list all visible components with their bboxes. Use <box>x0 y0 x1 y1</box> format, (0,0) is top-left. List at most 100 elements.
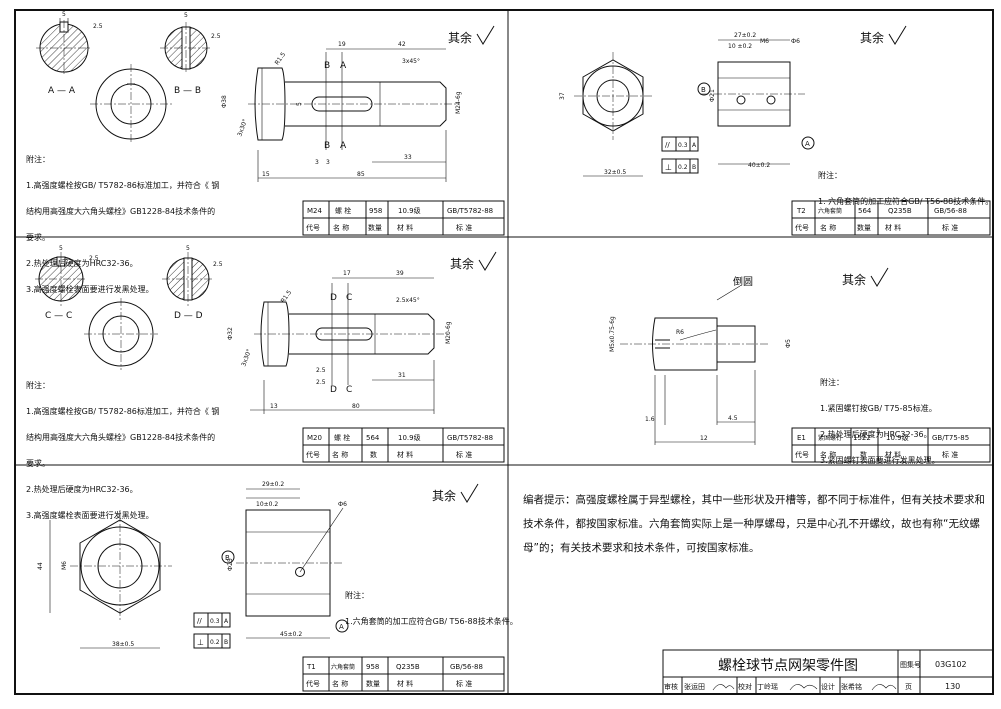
dim-phi6: Ф6 <box>338 501 347 508</box>
note-line-2: 结构用高强度大六角头螺栓》GB1228-84技术条件的 <box>26 207 216 216</box>
notes-title: 附注： <box>345 591 369 600</box>
cut-mark-b-bottom: B <box>324 141 330 151</box>
note-line-4: 2.热处理后硬度为HRC32-36。 <box>26 259 138 268</box>
sleeve-side-view: 27±0.2 10 ±0.2 M6 Ф6 Ф21 40±0.2 B A <box>697 32 815 169</box>
perpendicular-symbol-icon: ⊥ <box>665 163 672 172</box>
table-header-standard: 标 准 <box>456 223 472 232</box>
atlas-label: 图集号 <box>900 660 921 669</box>
bolt-end-view-2 <box>84 298 158 370</box>
parts-table-t1: T1 六角套筒 958 Q235B GB/56-88 代号 名 称 数量 材 料… <box>302 656 505 692</box>
dim-12: 12 <box>700 435 708 442</box>
datum-a-marker <box>335 619 349 633</box>
dim-chamfer: 3x45° <box>402 58 420 65</box>
dim-r6: R6 <box>676 329 684 336</box>
dim-44: 44 <box>37 562 44 570</box>
review-label: 审核 <box>664 682 678 691</box>
table-standard: GB/56-88 <box>450 663 483 671</box>
datum-b-marker <box>697 82 711 96</box>
notes-e1: 附注： 1.紧固螺钉按GB/ T75-85标准。 2.热处理后硬度为HRC32-… <box>820 363 940 480</box>
design-label: 设计 <box>821 682 835 691</box>
roughness-symbol-icon <box>888 25 907 45</box>
tol2-ref: B <box>224 639 228 646</box>
datum-a-label: A <box>339 623 344 631</box>
dim-19: 19 <box>338 41 346 48</box>
dim-17: 17 <box>343 270 351 277</box>
notes-t2: 附注： 1. 六角套筒的加工应符合GB/ T56-88技术条件。 <box>818 156 993 221</box>
parts-table-t2: T2 六角套筒 564 Q235B GB/56-88 代号 名 称 数量 材 料… <box>791 200 991 236</box>
roughness-note: 其余 <box>448 30 472 45</box>
cut-mark-d-top: D <box>330 293 337 303</box>
panel-e1-screw: 倒圆 R6 M5x0.75-6g Ф5 1.6 4.5 12 其余 E1 紧固螺… <box>609 267 991 463</box>
notes-m24: 附注： 1.高强度螺栓按GB/ T5782-86标准加工，并符合《 钢 结构用高… <box>26 140 219 309</box>
note-line-5: 3.高强度螺栓表面要进行发黑处理。 <box>26 511 154 520</box>
dim-phi5: Ф5 <box>785 339 792 348</box>
page-number: 130 <box>945 682 960 691</box>
panel-t1-sleeve: 44 M6 38±0.5 29±0.2 10±0.2 Ф6 Ф25 45±0.2… <box>37 481 505 692</box>
panel-m24-bolt: 5 2.5 A — A 5 2.5 B — B <box>36 11 505 236</box>
table-header-name: 名 称 <box>332 679 348 688</box>
dim-25a: 2.5 <box>316 367 326 374</box>
dim-32: 32±0.5 <box>604 169 626 176</box>
dim-25b: 2.5 <box>316 379 326 386</box>
dim-85: 85 <box>357 171 365 178</box>
title-block: 螺栓球节点网架零件图 图集号 03G102 审核 张运田 校对 丁岭瑶 设计 张… <box>662 649 994 695</box>
dim-10: 10±0.2 <box>256 501 278 508</box>
table-header-material: 材 料 <box>397 679 413 688</box>
tolerance-frames-2: // 0.3 A ⊥ 0.2 B <box>193 612 231 649</box>
section-b-b-label: B — B <box>174 86 201 96</box>
designer-signature <box>871 684 897 691</box>
table-standard: GB/T5782-88 <box>447 207 493 215</box>
table-qty: 564 <box>366 434 380 442</box>
table-header-code: 代号 <box>306 450 320 459</box>
checker-name: 丁岭瑶 <box>757 682 778 691</box>
dim-thread: M5x0.75-6g <box>609 316 616 352</box>
dim-10: 10 ±0.2 <box>728 43 752 50</box>
parts-table-m24: M24 螺 栓 958 10.9级 GB/T5782-88 代号 名 称 数量 … <box>302 200 505 236</box>
table-code: M24 <box>307 207 322 215</box>
note-line-1: 1.紧固螺钉按GB/ T75-85标准。 <box>820 404 937 413</box>
note-line-1: 1.高强度螺栓按GB/ T5782-86标准加工，并符合《 钢 <box>26 407 220 416</box>
dim-slot-depth-b: 2.5 <box>211 33 221 40</box>
dim-45: 4.5 <box>728 415 738 422</box>
sheet-frame <box>14 9 994 695</box>
table-header-material: 材 料 <box>397 223 413 232</box>
cut-mark-c-top: C <box>346 293 352 303</box>
dim-40: 40±0.2 <box>748 162 770 169</box>
table-material: 10.9级 <box>398 433 421 442</box>
dim-37: 37 <box>559 92 566 100</box>
chamfer-label: 倒圆 <box>733 276 753 288</box>
table-header-name: 名 称 <box>820 450 836 459</box>
dim-slot-width-b: 5 <box>184 12 188 19</box>
note-line-3: 要求。 <box>26 459 50 468</box>
dim-39: 39 <box>396 270 404 277</box>
table-standard: GB/T5782-88 <box>447 434 493 442</box>
dim-head-dia: Ф38 <box>221 95 228 108</box>
table-header-material: 材 料 <box>885 450 901 459</box>
screw-side-view: 倒圆 R6 M5x0.75-6g Ф5 1.6 4.5 12 <box>609 276 792 445</box>
table-name: 六角套筒 <box>331 663 355 671</box>
table-qty: 564 <box>858 207 872 215</box>
dim-slot-depth: 2.5 <box>93 23 103 30</box>
table-name: 紧固螺钉 <box>818 434 842 442</box>
page-label: 页 <box>905 683 912 691</box>
panel-m20-bolt: 5 2.5 C — C 5 2.5 D — D <box>35 245 505 463</box>
roughness-symbol-icon <box>478 251 497 271</box>
tol1-ref: A <box>692 142 697 149</box>
editor-note-paragraph: 编者提示：高强度螺栓属于异型螺栓，其中一些形状及开槽等，都不同于标准件，但有关技… <box>523 494 985 554</box>
roughness-note-4: 其余 <box>842 272 866 287</box>
dim-slot-depth-d: 2.5 <box>213 261 223 268</box>
dim-phi25: Ф25 <box>227 558 234 571</box>
table-header-qty: 数 <box>370 450 377 459</box>
dim-3b: 3 <box>326 159 330 166</box>
note-line-4: 2.热处理后硬度为HRC32-36。 <box>26 485 138 494</box>
panel-t2-sleeve: 37 32±0.5 27±0.2 10 ±0.2 M6 Ф6 Ф21 40±0.… <box>559 25 991 236</box>
table-header-name: 名 称 <box>820 223 836 232</box>
dim-13: 13 <box>270 403 278 410</box>
dim-thread: M24-6g <box>455 91 462 114</box>
section-c-c-label: C — C <box>45 311 72 321</box>
table-material: 10.9级 <box>886 433 909 442</box>
dim-80: 80 <box>352 403 360 410</box>
table-header-qty: 数量 <box>368 223 382 232</box>
tol1-value: 0.3 <box>210 618 220 625</box>
notes-title: 附注： <box>26 155 50 164</box>
